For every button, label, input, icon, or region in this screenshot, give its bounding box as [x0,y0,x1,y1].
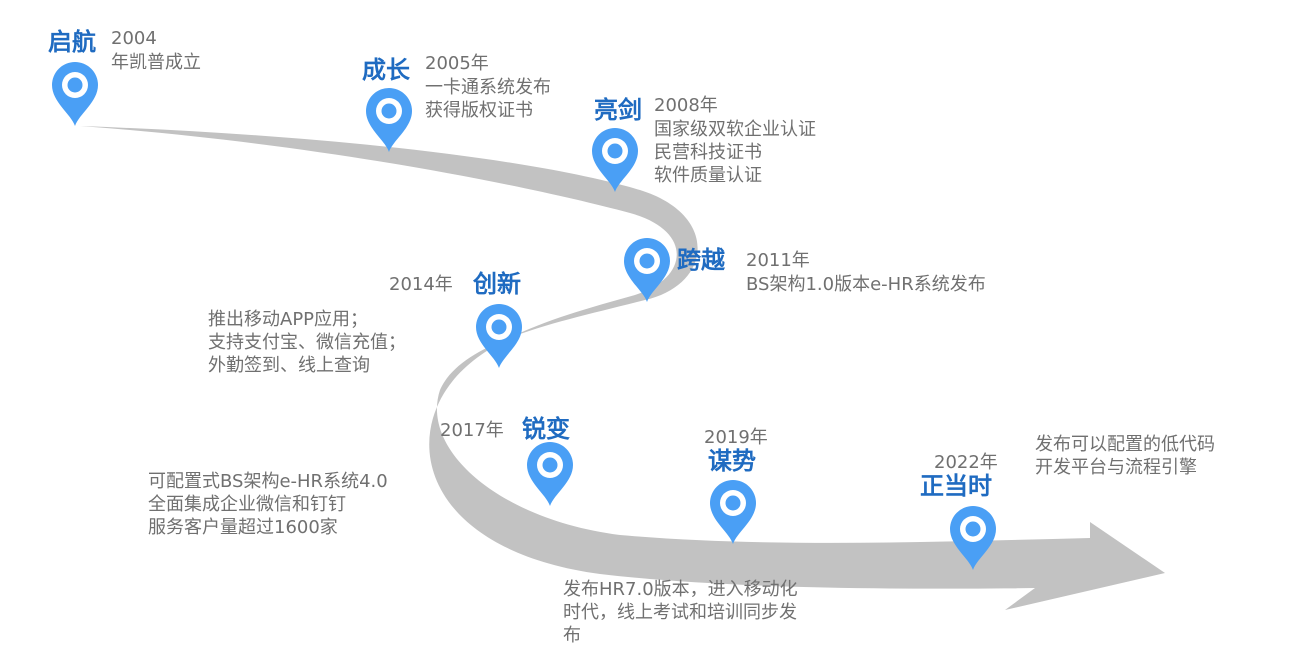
milestone-description: 年凯普成立 [111,52,201,73]
milestone-year: 2004 [111,28,157,49]
milestone-year: 2014年 [389,274,453,295]
milestone-title: 启航 [48,28,96,56]
map-pin-icon [50,60,100,126]
milestone-year: 2011年 [746,250,810,271]
milestone-title: 正当时 [920,472,992,500]
map-pin-icon [948,504,998,570]
milestone-description: 推出移动APP应用； 支持支付宝、微信充值； 外勤签到、线上查询 [208,309,406,376]
milestone-year: 2005年 [425,53,489,74]
map-pin-icon [708,478,758,544]
map-pin-icon [590,126,640,192]
road-shape [80,126,1165,610]
map-pin-icon [474,302,524,368]
milestone-title: 锐变 [522,415,570,443]
milestone-year: 2022年 [934,452,998,473]
milestone-title: 亮剑 [594,96,642,124]
milestone-year: 2017年 [440,420,504,441]
milestone-description: BS架构1.0版本e-HR系统发布 [746,274,986,295]
milestone-title: 成长 [362,56,410,84]
milestone-description: 一卡通系统发布 获得版权证书 [425,77,551,121]
map-pin-icon [525,440,575,506]
map-pin-icon [364,86,414,152]
milestone-title: 跨越 [677,246,725,274]
milestone-description: 发布HR7.0版本，进入移动化 时代，线上考试和培训同步发 布 [563,579,798,646]
map-pin-icon [622,236,672,302]
milestone-title: 谋势 [708,447,756,475]
milestone-description: 可配置式BS架构e-HR系统4.0 全面集成企业微信和钉钉 服务客户量超过160… [148,471,388,538]
milestone-title: 创新 [473,270,521,298]
milestone-description: 发布可以配置的低代码 开发平台与流程引擎 [1035,434,1215,478]
milestone-year: 2008年 [654,95,718,116]
milestone-year: 2019年 [704,427,768,448]
milestone-description: 国家级双软企业认证 民营科技证书 软件质量认证 [654,119,816,186]
